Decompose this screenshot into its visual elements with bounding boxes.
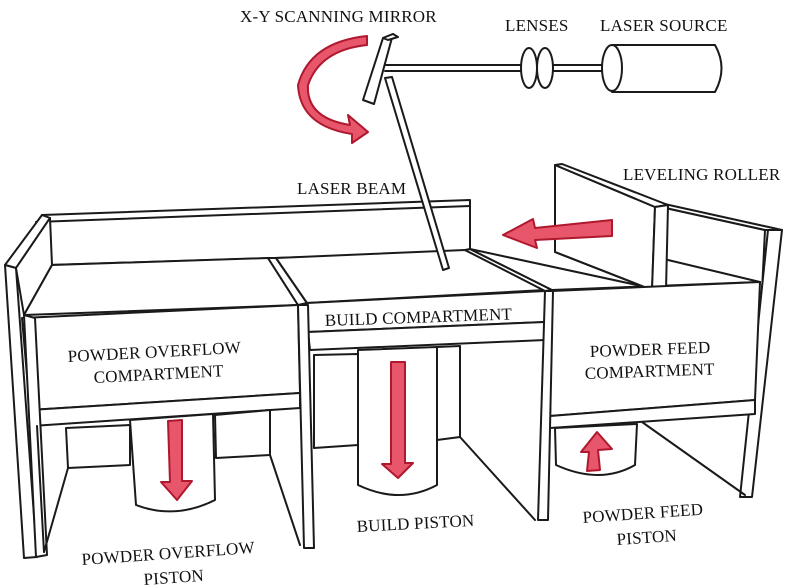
roller-movement-arrow	[502, 218, 613, 249]
laser-beam-horizontal	[384, 64, 613, 72]
overflow-piston-arrow	[160, 419, 193, 501]
build-lower-right	[436, 345, 461, 441]
build-piston-arrow	[381, 361, 414, 479]
divider-leg-1	[297, 304, 315, 549]
label-scanning-mirror: X-Y SCANNING MIRROR	[240, 7, 437, 26]
divider-leg-2	[537, 290, 554, 521]
label-laser-source: LASER SOURCE	[600, 16, 728, 35]
label-feed-compartment-1: POWDER FEED	[589, 338, 710, 361]
laser-beam-down	[384, 76, 450, 271]
scanning-mirror	[362, 33, 399, 105]
lenses	[520, 47, 554, 89]
label-overflow-piston-1: POWDER OVERFLOW	[81, 538, 256, 569]
laser-source	[601, 44, 723, 93]
left-end-wall	[4, 214, 53, 559]
label-laser-beam: LASER BEAM	[297, 179, 406, 198]
build-lower-back	[313, 353, 359, 449]
label-overflow-piston-2: PISTON	[143, 566, 205, 587]
overflow-lower-back	[65, 424, 131, 469]
label-feed-compartment-2: COMPARTMENT	[584, 359, 715, 383]
overflow-lower-right	[214, 409, 271, 459]
feed-piston-arrow	[580, 431, 613, 472]
label-leveling-roller: LEVELING ROLLER	[623, 165, 781, 184]
label-lenses: LENSES	[505, 16, 569, 35]
label-feed-piston-2: PISTON	[616, 526, 678, 549]
label-feed-piston-1: POWDER FEED	[582, 500, 704, 527]
label-build-piston: BUILD PISTON	[356, 511, 475, 536]
mirror-rotation-arrow	[297, 35, 369, 144]
